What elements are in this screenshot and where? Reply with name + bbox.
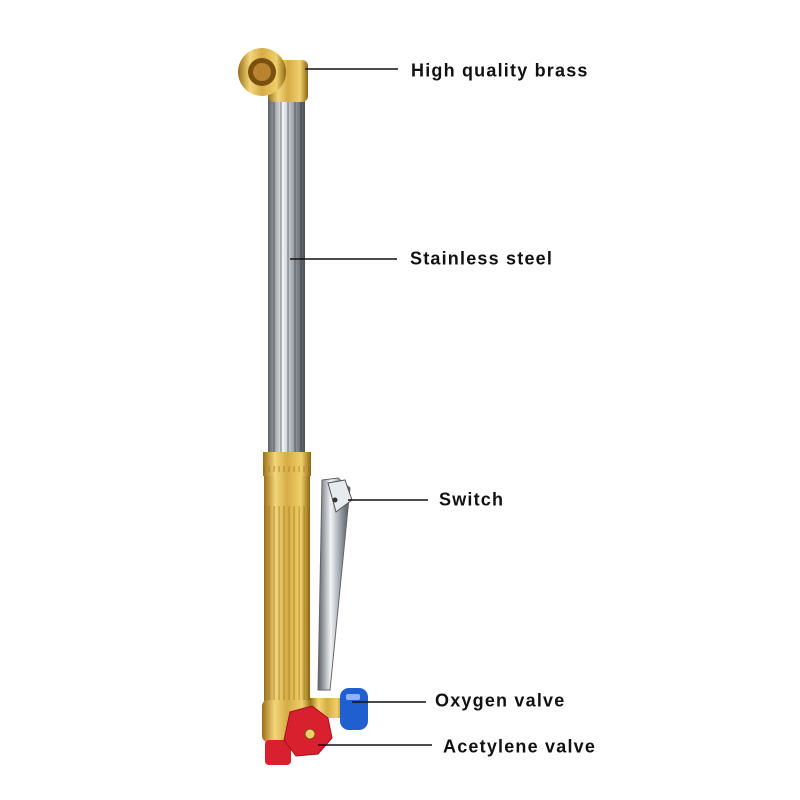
red-cap — [265, 740, 291, 765]
label-stainless-steel: Stainless steel — [410, 248, 554, 269]
label-acetylene-valve: Acetylene valve — [443, 736, 597, 757]
brass-elbow-fitting — [238, 48, 308, 102]
switch-lever — [317, 477, 353, 691]
label-high-quality-brass: High quality brass — [411, 60, 589, 81]
callout-lines — [290, 68, 432, 746]
label-switch: Switch — [439, 489, 505, 510]
acetylene-knob — [283, 705, 333, 757]
label-oxygen-valve: Oxygen valve — [435, 690, 566, 711]
oxygen-knob — [340, 688, 368, 730]
stainless-steel-tubes — [268, 95, 305, 457]
